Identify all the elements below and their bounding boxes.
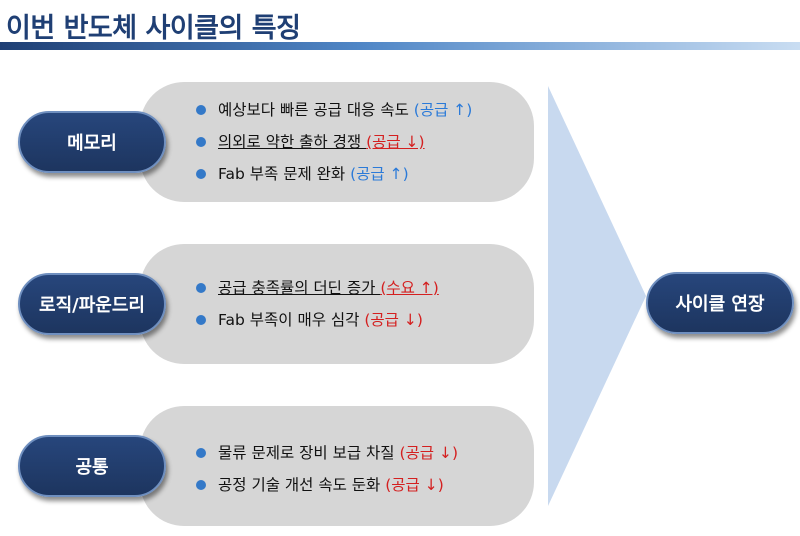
- bullet-dot-icon: [196, 137, 206, 147]
- list-item: Fab 부족이 매우 심각 (공급 ↓): [196, 304, 439, 336]
- bullet-text: 의외로 약한 출하 경쟁: [218, 133, 367, 151]
- supply-tag: (공급 ↓): [385, 476, 444, 494]
- demand-tag: (수요 ↑): [380, 279, 439, 297]
- list-item: 의외로 약한 출하 경쟁 (공급 ↓): [196, 126, 472, 158]
- bullet-text: Fab 부족 문제 완화: [218, 165, 351, 183]
- pill-common: 공통: [18, 435, 166, 497]
- supply-tag: (공급 ↓): [364, 311, 423, 329]
- bullet-dot-icon: [196, 448, 206, 458]
- supply-tag: (공급 ↑): [413, 101, 473, 119]
- panel-logic: [140, 244, 534, 364]
- logic-bullets: 공급 충족률의 더딘 증가 (수요 ↑) Fab 부족이 매우 심각 (공급 ↓…: [196, 272, 439, 336]
- bullet-dot-icon: [196, 480, 206, 490]
- page-title: 이번 반도체 사이클의 특징: [6, 13, 301, 44]
- bullet-dot-icon: [196, 105, 206, 115]
- list-item: Fab 부족 문제 완화 (공급 ↑): [196, 158, 472, 190]
- list-item: 물류 문제로 장비 보급 차질 (공급 ↓): [196, 437, 458, 469]
- bullet-dot-icon: [196, 169, 206, 179]
- supply-tag: (공급 ↓): [399, 444, 459, 462]
- list-item: 예상보다 빠른 공급 대응 속도 (공급 ↑): [196, 94, 472, 126]
- pill-logic-foundry: 로직/파운드리: [18, 273, 166, 335]
- bullet-text: 예상보다 빠른 공급 대응 속도: [218, 101, 414, 119]
- bullet-dot-icon: [196, 315, 206, 325]
- memory-bullets: 예상보다 빠른 공급 대응 속도 (공급 ↑) 의외로 약한 출하 경쟁 (공급…: [196, 94, 472, 190]
- list-item: 공정 기술 개선 속도 둔화 (공급 ↓): [196, 469, 458, 501]
- bullet-dot-icon: [196, 283, 206, 293]
- pill-memory: 메모리: [18, 111, 166, 173]
- pill-cycle-extension: 사이클 연장: [646, 272, 794, 334]
- supply-tag: (공급 ↑): [350, 165, 409, 183]
- bullet-text: Fab 부족이 매우 심각: [218, 311, 365, 329]
- panel-common: [140, 406, 534, 526]
- title-underline: [0, 42, 800, 50]
- arrow-shape: [548, 86, 646, 506]
- supply-tag: (공급 ↓): [366, 133, 425, 151]
- common-bullets: 물류 문제로 장비 보급 차질 (공급 ↓) 공정 기술 개선 속도 둔화 (공…: [196, 437, 458, 501]
- bullet-text: 공정 기술 개선 속도 둔화: [218, 476, 386, 494]
- list-item: 공급 충족률의 더딘 증가 (수요 ↑): [196, 272, 439, 304]
- bullet-text: 물류 문제로 장비 보급 차질: [218, 444, 400, 462]
- bullet-text: 공급 충족률의 더딘 증가: [218, 279, 381, 297]
